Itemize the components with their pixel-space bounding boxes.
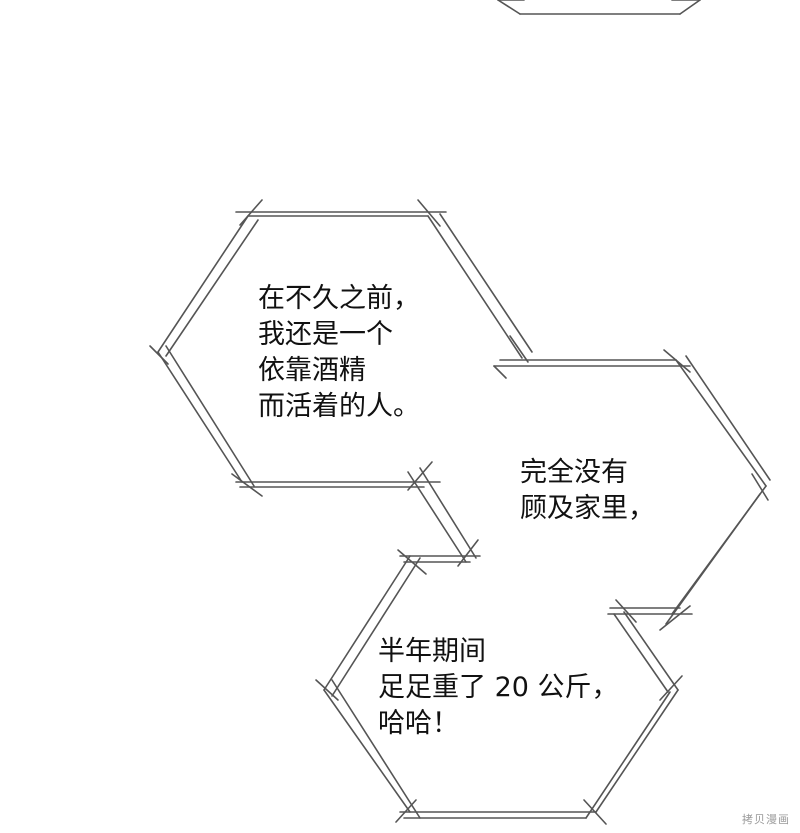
hexagon-frame-2: [493, 349, 771, 631]
caption-line: 我还是一个: [258, 319, 393, 350]
hexagon-connector: [407, 461, 479, 567]
watermark: 拷贝漫画: [742, 813, 790, 826]
caption-line: 在不久之前，: [258, 283, 420, 314]
hexagon-frame-3: [315, 549, 683, 825]
caption-line: 顾及家里，: [520, 493, 655, 524]
caption-line: 依靠酒精: [258, 355, 366, 386]
top-partial-frame: [497, 0, 701, 15]
caption-3: 半年期间 足足重了 20 公斤， 哈哈！: [378, 634, 619, 742]
caption-line: 完全没有: [520, 457, 628, 488]
hexagon-frame-1: [149, 199, 533, 497]
caption-line: 而活着的人。: [258, 391, 420, 422]
caption-1: 在不久之前， 我还是一个 依靠酒精 而活着的人。: [258, 281, 420, 425]
caption-2: 完全没有 顾及家里，: [520, 455, 655, 527]
caption-line: 半年期间: [378, 636, 486, 667]
caption-line: 足足重了 20 公斤，: [378, 672, 619, 703]
caption-line: 哈哈！: [378, 708, 459, 739]
